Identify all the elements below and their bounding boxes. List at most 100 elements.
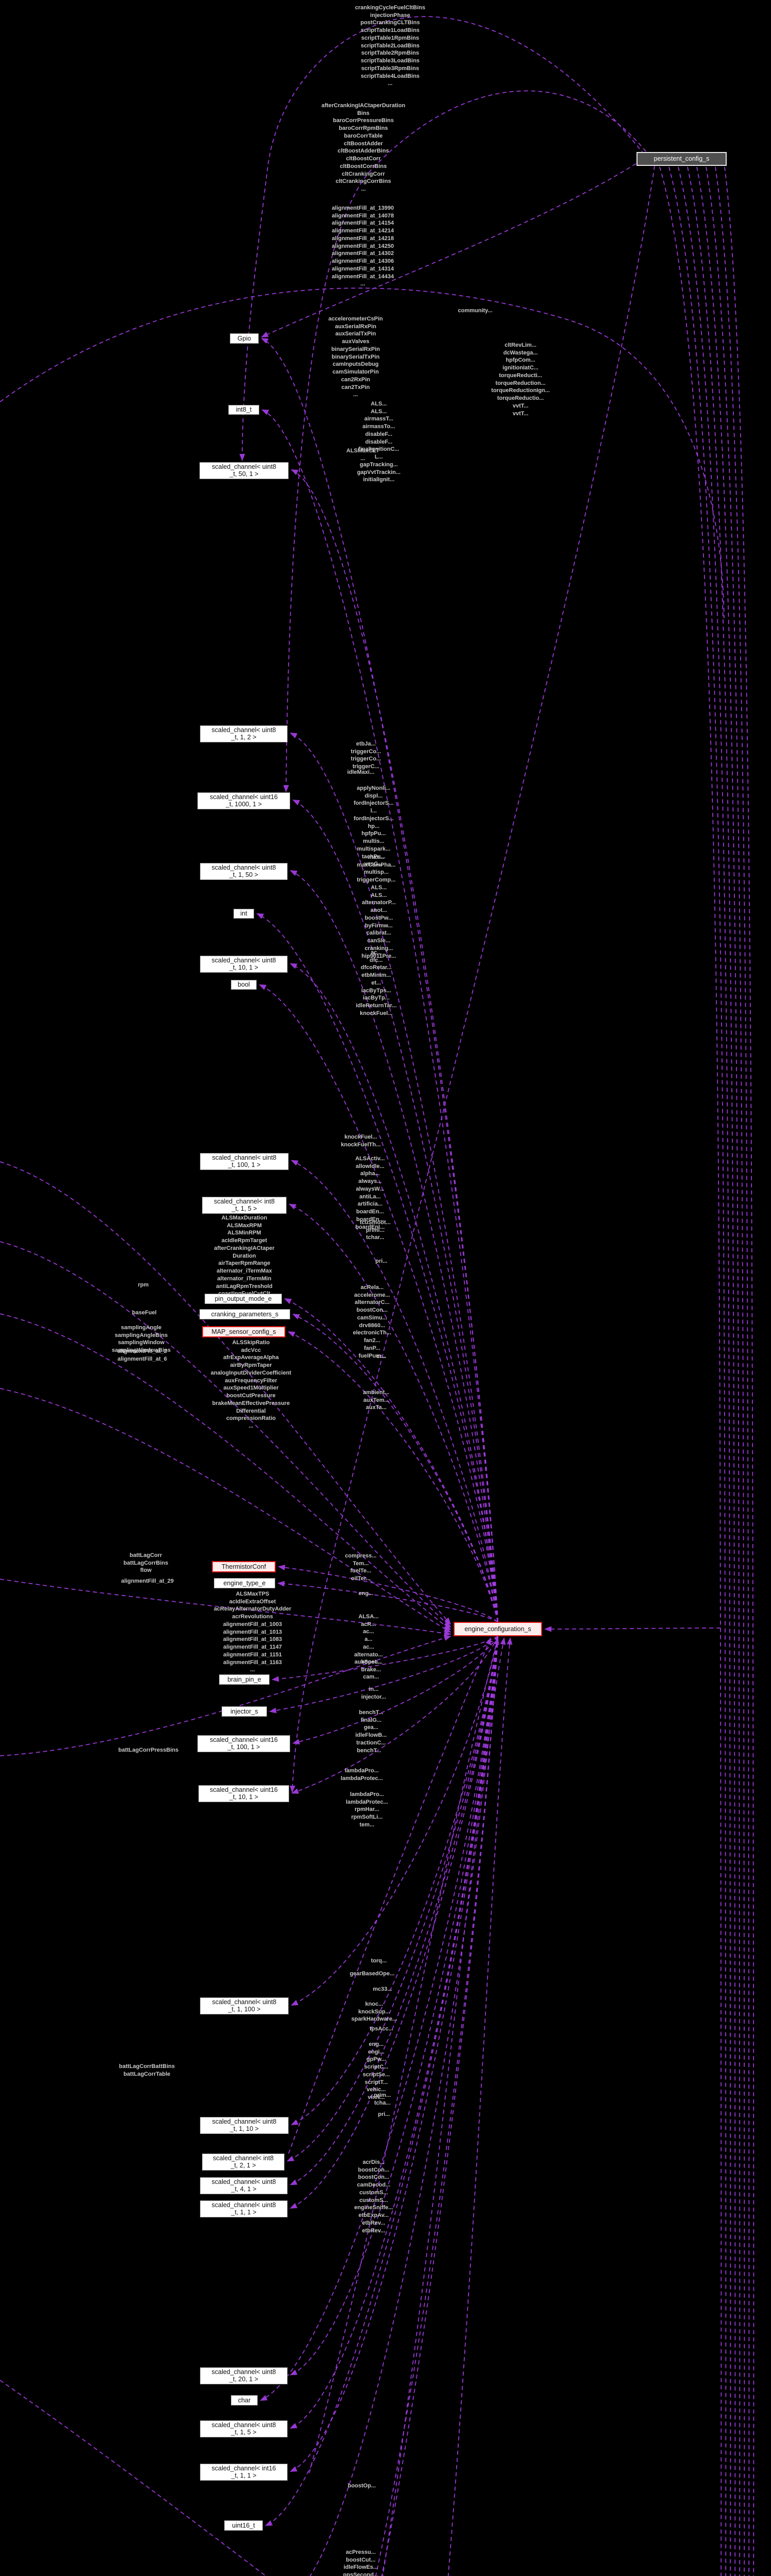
node-scaled-channel-int16-1-1[interactable]: scaled_channel< int16 _t, 1, 1 > [200, 2464, 288, 2481]
edge-label: benchT... finalG... gea... idleFlowB... … [355, 1709, 387, 1746]
node-int[interactable]: int [233, 909, 254, 919]
collaboration-edge [278, 1565, 498, 1622]
edge-label: cr... [376, 1353, 387, 1360]
edge-label: ALSMaxDuration ALSMaxRPM ALSMinRPM acIdl… [214, 1215, 275, 1304]
collaboration-edge [309, 1636, 498, 2576]
edge-label: knockFuel... knockFuelTh... [341, 1134, 381, 1148]
node-char[interactable]: char [231, 2395, 258, 2405]
node-scaled-channel-uint8-1-1[interactable]: scaled_channel< uint8 _t, 1, 1 > [200, 2200, 288, 2217]
edge-label: prim... tcha... [374, 2092, 391, 2106]
edge-label: etbJa... triggerCo... triggerCo... trigg… [350, 741, 381, 770]
node-scaled-channel-int8-2-1[interactable]: scaled_channel< int8 _t, 2, 1 > [202, 2154, 284, 2171]
node-scaled-channel-uint8-1-100[interactable]: scaled_channel< uint8 _t, 1, 100 > [200, 1997, 289, 2014]
node-scaled-channel-uint8-1-5[interactable]: scaled_channel< uint8 _t, 1, 5 > [200, 2420, 288, 2437]
collaboration-edge [277, 1581, 498, 1622]
edge-label: pri... [378, 2111, 390, 2117]
collaboration-edge [678, 166, 731, 2576]
node-map-sensor-config-s[interactable]: MAP_sensor_config_s [202, 1326, 286, 1337]
edge-label: applyNonli... displ... fordInjectorS... … [354, 785, 394, 868]
collaboration-edge [290, 733, 498, 1622]
collaboration-edge [659, 166, 722, 2576]
edge-label: acPressu... boostCut... idleFlowEs... pp… [343, 2549, 379, 2576]
edge-label: ac... dfc... dfcoRetar... etbMinim... et… [356, 950, 397, 1016]
edge-label: idleMaxi... [347, 769, 375, 775]
edge-label: samplingAngle samplingAngleBins sampling… [111, 1325, 171, 1354]
collaboration-edge [290, 1636, 498, 2209]
node-pin-output-mode-e[interactable]: pin_output_mode_e [205, 1294, 282, 1304]
collaboration-edge [290, 1636, 498, 2376]
node-scaled-channel-uint8-50-1[interactable]: scaled_channel< uint8 _t, 50, 1 > [199, 462, 289, 479]
collaboration-edge [284, 1298, 498, 1622]
edge-label: battLagCorr battLagCorrBins flow [123, 1552, 169, 1574]
collaboration-edge [544, 1626, 721, 1632]
edge-label: ALS... ALS... airmassT... airmassTo... d… [357, 401, 401, 483]
collaboration-edge [687, 166, 736, 2576]
collaboration-edge [292, 800, 498, 1622]
collaboration-edge [287, 1636, 498, 2162]
node-scaled-channel-uint8-100-1[interactable]: scaled_channel< uint8 _t, 100, 1 > [200, 1153, 289, 1170]
edge-label: community... [458, 308, 493, 314]
node-scaled-channel-uint16-100-1[interactable]: scaled_channel< uint16 _t, 100, 1 > [197, 1735, 290, 1752]
edge-label: acrDis... boostCon... boostCon... camDec… [354, 2159, 393, 2234]
node-uint16-t[interactable]: uint16_t [224, 2520, 263, 2531]
collaboration-edge [0, 287, 725, 619]
node-engine-configuration-s[interactable]: engine_configuration_s [454, 1622, 542, 1636]
edge-label: battLagCorrBattBins battLagCorrTable [119, 2063, 175, 2077]
collaboration-edge [290, 963, 498, 1622]
edge-label: ALS... ALS... alternatorP... anot... boo… [361, 885, 396, 959]
edge-label: lambdaPro... lambdaProtec... [341, 1768, 383, 1782]
node-scaled-channel-uint8-4-1[interactable]: scaled_channel< uint8 _t, 4, 1 > [200, 2177, 288, 2194]
collaboration-edge [291, 1636, 498, 2125]
collaboration-edge [290, 1636, 498, 2185]
edge-label: afterCrankingIACtaperDuration Bins baroC… [321, 103, 406, 193]
node-thermistorconf[interactable]: ThermistorConf [212, 1561, 276, 1572]
collaboration-edge [283, 90, 651, 792]
edge-label: boost... brake... cam... [361, 1659, 381, 1681]
edge-label: alignmentFill_at_2 alignmentFill_at_6 [118, 1348, 167, 1362]
node-scaled-channel-uint8-20-1[interactable]: scaled_channel< uint8 _t, 20, 1 > [200, 2367, 288, 2384]
edge-label: battLagCorrPressBins [118, 1747, 179, 1753]
node-engine-type-e[interactable]: engine_type_e [214, 1578, 275, 1588]
collaboration-edge [261, 409, 498, 1622]
collaboration-edge [292, 1314, 498, 1622]
node-scaled-channel-uint8-1-2[interactable]: scaled_channel< uint8 _t, 1, 2 > [200, 725, 288, 742]
collaboration-edge [0, 1388, 451, 1633]
node-gpio[interactable]: Gpio [230, 333, 259, 344]
node-scaled-channel-uint8-10-1[interactable]: scaled_channel< uint8 _t, 10, 1 > [200, 956, 288, 973]
collaboration-edge [0, 1635, 451, 1756]
edge-label: acRela... accelerome... alternatorC... b… [353, 1284, 392, 1359]
node-injector-s[interactable]: injector_s [222, 1706, 267, 1717]
edge-label: baseFuel [132, 1310, 157, 1316]
edge-label: gearBasedOpe... [349, 1971, 395, 1977]
node-scaled-channel-uint16-1000-1[interactable]: scaled_channel< uint16 _t, 1000, 1 > [197, 792, 290, 809]
collaboration-edge [447, 1637, 513, 2576]
collaboration-edge [289, 1204, 498, 1622]
node-scaled-channel-uint8-1-50[interactable]: scaled_channel< uint8 _t, 1, 50 > [200, 863, 288, 880]
collaboration-edge [265, 1636, 498, 2526]
node-int8-t[interactable]: int8_t [228, 405, 259, 415]
node-scaled-channel-int8-1-5[interactable]: scaled_channel< int8 _t, 1, 5 > [202, 1197, 287, 1214]
node-cranking-parameters-s[interactable]: cranking_parameters_s [199, 1309, 290, 1319]
collaboration-edge [309, 1637, 499, 2473]
edge-label: accelerometerCsPin auxSerialRxPin auxSer… [328, 316, 383, 398]
collaboration-edge [290, 870, 498, 1622]
node-brain-pin-e[interactable]: brain_pin_e [219, 1674, 270, 1685]
collaboration-edge [291, 1636, 498, 2006]
edge-label: cltRevLim... dcWastega... hpfpCom... ign… [491, 342, 550, 417]
edge-label: ALSA... acR... ac... a... ac... alternat… [354, 1614, 383, 1666]
node-bool[interactable]: bool [231, 980, 257, 990]
edge-label: eng... [358, 1590, 374, 1597]
collaboration-edge [0, 1161, 451, 1625]
edge-label: knoc... knockSup... sparkHardware... [351, 2001, 397, 2023]
collaboration-edge [261, 338, 498, 1622]
edge-label: tcuSmoot... primi... tchar... [360, 1219, 391, 1241]
edge-label: benchT... [357, 1748, 381, 1754]
node-scaled-channel-uint16-10-1[interactable]: scaled_channel< uint16 _t, 10, 1 > [198, 1785, 289, 1802]
node-persistent-config-s[interactable]: persistent_config_s [636, 152, 727, 166]
edge-label: torq... [371, 1958, 387, 1964]
node-scaled-channel-uint8-1-10[interactable]: scaled_channel< uint8 _t, 1, 10 > [200, 2117, 289, 2134]
collaboration-edge [292, 1636, 498, 1744]
collaboration-edge [0, 2380, 267, 2576]
edge-label: ambient... auxTem... auxTa... [363, 1389, 390, 1411]
collaboration-edge [382, 1637, 506, 2576]
